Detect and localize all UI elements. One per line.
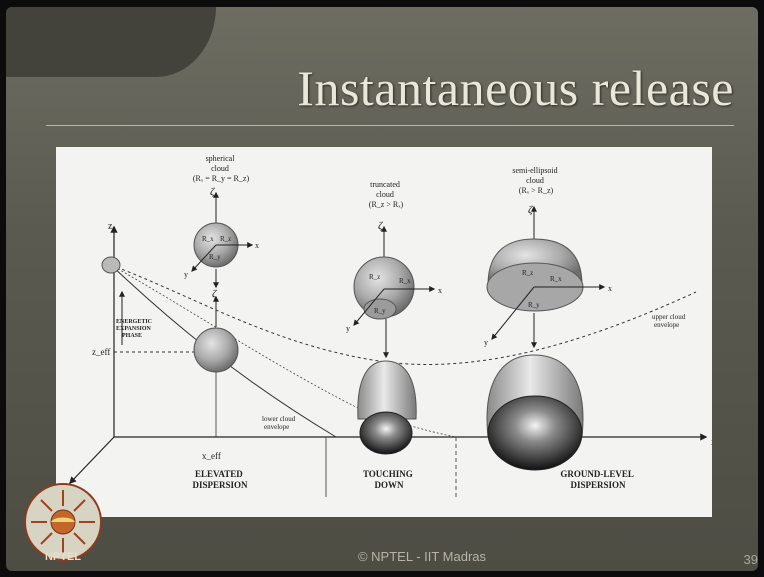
touching-down-base	[359, 411, 413, 455]
spherical-cloud-group: spherical cloud (Rₓ = R_y = R_z) ζ x y R…	[184, 154, 259, 289]
ground-level-shape	[486, 354, 584, 471]
z-axis-label: z	[108, 221, 113, 232]
title-divider	[46, 125, 734, 126]
semi-ry-label: R_y	[528, 301, 540, 309]
slide-page-number: 39	[743, 552, 758, 567]
touching-down-shell	[357, 360, 417, 420]
ground-level-base	[487, 395, 583, 471]
semi-zeta-label: ζ	[528, 204, 534, 216]
elevated-sphere-zeta: ζ	[212, 288, 218, 300]
truncated-rz-label: R_z	[369, 273, 380, 281]
semi-rz-label: R_z	[522, 269, 533, 277]
truncated-rx-label: R_x	[399, 277, 411, 285]
truncated-zeta-label: ζ	[378, 220, 384, 232]
z-eff-label: z_eff	[92, 347, 110, 357]
semi-x-label: x	[608, 284, 612, 293]
semi-ellipsoid-cloud-label: semi-ellipsoid cloud (Rₓ > R_z)	[512, 166, 559, 195]
truncated-cloud-group: truncated cloud (R_z > Rₓ) ζ x y R_z R_x…	[346, 180, 442, 359]
semi-y-label: y	[484, 338, 488, 347]
truncated-y-axis	[353, 288, 385, 326]
nptel-logo: NPTEL	[24, 483, 102, 563]
slide: Instantaneous release	[6, 7, 758, 571]
dispersion-diagram: x z y ENERGETIC EXPANSION PHASE z_eff	[56, 147, 712, 517]
energetic-phase-label: ENERGETIC EXPANSION PHASE	[116, 319, 154, 339]
touching-down-shape	[357, 360, 417, 455]
centerline-curve	[110, 264, 457, 438]
spherical-ry-label: R_y	[209, 253, 221, 261]
semi-y-axis	[491, 286, 535, 340]
diagram-svg: x z y ENERGETIC EXPANSION PHASE z_eff	[62, 154, 712, 497]
truncated-ry-label: R_y	[374, 307, 386, 315]
phase-label-touching: TOUCHING DOWN	[363, 469, 415, 490]
source-puff	[101, 256, 121, 274]
truncated-y-label: y	[346, 324, 350, 333]
slide-title: Instantaneous release	[297, 60, 734, 116]
x-axis-label: x	[711, 437, 712, 448]
slide-footer: © NPTEL - IIT Madras	[357, 549, 487, 564]
y-axis-line	[69, 436, 115, 485]
truncated-x-label: x	[438, 286, 442, 295]
spherical-rz-label: R_z	[220, 235, 231, 243]
nptel-logo-text: NPTEL	[45, 551, 81, 563]
phase-label-ground: GROUND-LEVEL DISPERSION	[560, 469, 635, 490]
elevated-sphere	[193, 327, 239, 373]
phase-label-elevated: ELEVATED DISPERSION	[192, 469, 248, 490]
slide-corner-tab	[6, 7, 216, 77]
lower-envelope-label: lower cloud envelope	[262, 415, 297, 431]
upper-envelope-label: upper cloud envelope	[652, 313, 687, 329]
spherical-cloud-label: spherical cloud (Rₓ = R_y = R_z)	[193, 154, 250, 183]
truncated-cloud-label: truncated cloud (R_z > Rₓ)	[369, 180, 404, 209]
x-eff-label: x_eff	[202, 451, 221, 461]
semi-ellipsoid-cloud-group: semi-ellipsoid cloud (Rₓ > R_z) ζ x y R_…	[484, 166, 612, 349]
spherical-x-label: x	[255, 241, 259, 250]
spherical-zeta-label: ζ	[210, 186, 216, 198]
semi-rx-label: R_x	[550, 275, 562, 283]
spherical-rx-label: R_x	[202, 235, 214, 243]
spherical-y-label: y	[184, 270, 188, 279]
spherical-y-axis	[191, 244, 217, 272]
